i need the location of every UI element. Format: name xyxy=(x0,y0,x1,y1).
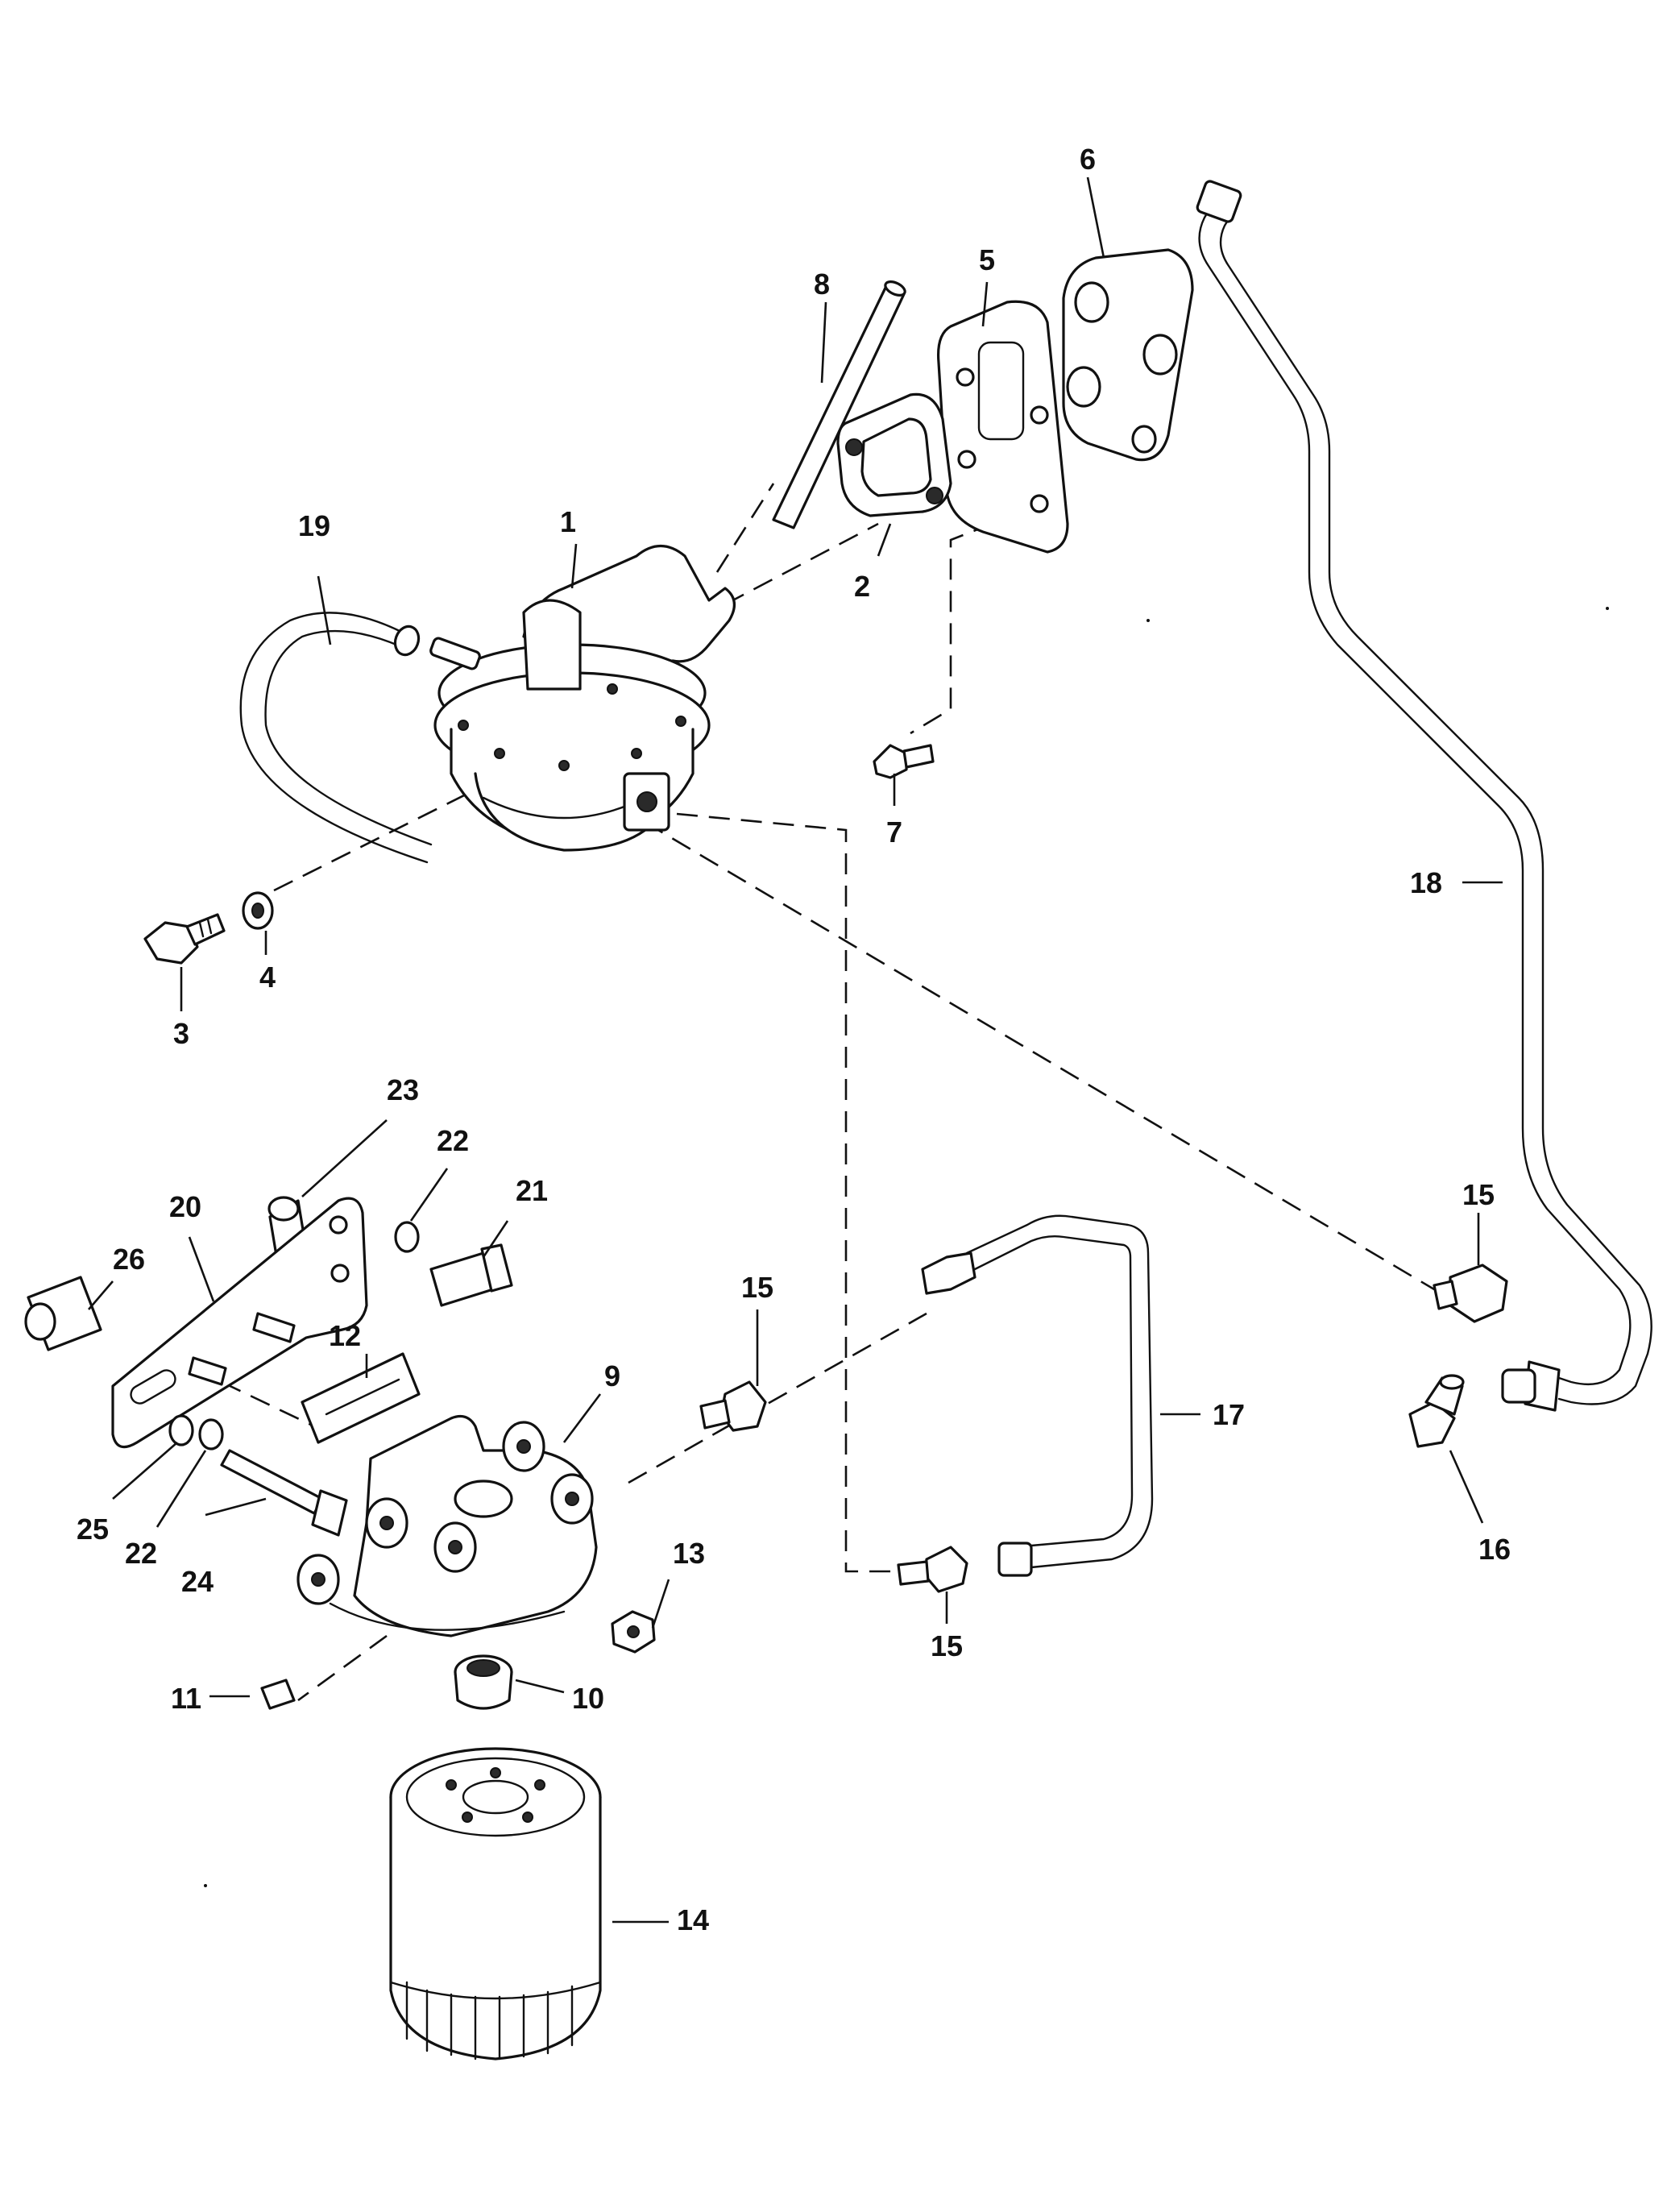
assembly-line-pump-to-hose xyxy=(715,483,775,573)
label-plate-12 xyxy=(301,1352,421,1444)
adapter-10 xyxy=(454,1654,513,1710)
stud-upper xyxy=(252,1312,296,1343)
callout-22-upper: 22 xyxy=(437,1124,469,1157)
speck xyxy=(1606,607,1609,610)
callout-24: 24 xyxy=(181,1565,214,1598)
bolt-21 xyxy=(429,1243,513,1307)
nut-13 xyxy=(611,1610,656,1654)
callout-12: 12 xyxy=(329,1319,361,1352)
callout-9: 9 xyxy=(604,1359,620,1392)
fitting-15-lower xyxy=(897,1546,968,1593)
callout-leaders xyxy=(88,176,1503,1924)
callout-labels: 1 2 3 4 5 6 7 8 9 10 11 12 13 14 15 15 1… xyxy=(77,143,1511,1936)
callout-5: 5 xyxy=(979,243,995,276)
screw-7 xyxy=(873,744,935,779)
callout-23: 23 xyxy=(387,1073,419,1106)
filter-14 xyxy=(389,1747,602,2061)
callout-22-lower: 22 xyxy=(125,1537,157,1570)
fuel-line-17 xyxy=(921,1214,1154,1577)
assembly-line-plate-to-screw xyxy=(910,510,1024,735)
fitting-15-right xyxy=(1433,1264,1508,1323)
bolt-24 xyxy=(220,1449,348,1537)
callout-1: 1 xyxy=(560,505,576,538)
callout-2: 2 xyxy=(854,570,870,603)
washer-4 xyxy=(242,891,274,930)
assembly-line-bolt-to-pump xyxy=(273,752,549,892)
hose-19 xyxy=(239,612,433,864)
assembly-line-pump-outlet-down xyxy=(676,812,894,1573)
plug-11 xyxy=(260,1679,296,1710)
speck xyxy=(204,1884,207,1887)
assembly-line-filterhead-to-plug xyxy=(297,1634,388,1702)
callout-4: 4 xyxy=(259,961,276,994)
bracket-20 xyxy=(111,1197,368,1449)
assembly-lines xyxy=(221,483,1435,1702)
gasket-2 xyxy=(836,392,952,517)
callout-17: 17 xyxy=(1213,1398,1245,1431)
spacer-26 xyxy=(24,1276,102,1351)
callout-15-middle: 15 xyxy=(741,1271,773,1304)
speck xyxy=(1146,619,1150,622)
callout-26: 26 xyxy=(113,1243,145,1276)
mounting-plate-6 xyxy=(1062,248,1194,462)
washer-22-upper xyxy=(394,1221,420,1253)
stud-lower xyxy=(188,1356,227,1386)
callout-11: 11 xyxy=(171,1682,201,1715)
fitting-15-middle xyxy=(699,1380,767,1432)
callout-3: 3 xyxy=(173,1017,189,1050)
callout-16: 16 xyxy=(1478,1533,1511,1566)
bolt-3 xyxy=(143,913,226,965)
callout-8: 8 xyxy=(814,268,830,301)
plate-5 xyxy=(936,300,1069,554)
assembly-line-bracket-stud-a xyxy=(221,1380,315,1428)
callout-13: 13 xyxy=(673,1537,705,1570)
assembly-line-filterhead-to-fitting xyxy=(628,1312,927,1484)
fuel-line-18 xyxy=(1196,180,1652,1412)
callout-18: 18 xyxy=(1410,866,1442,899)
assembly-line-pump-to-fitting-right xyxy=(644,820,1435,1291)
callout-21: 21 xyxy=(516,1174,548,1207)
filter-head-9 xyxy=(296,1415,598,1637)
elbow-fitting-16 xyxy=(1408,1374,1465,1448)
assembly-line-pump-to-gasket xyxy=(724,522,879,606)
washer-25 xyxy=(168,1414,194,1446)
callout-10: 10 xyxy=(572,1682,604,1715)
callout-19: 19 xyxy=(298,509,330,542)
callout-6: 6 xyxy=(1080,143,1096,176)
fuel-pump-1 xyxy=(429,545,736,852)
callout-15-lower: 15 xyxy=(931,1629,963,1662)
callout-15-right: 15 xyxy=(1462,1178,1495,1211)
callout-7: 7 xyxy=(886,815,902,849)
washer-22-lower xyxy=(198,1418,224,1450)
callout-14: 14 xyxy=(677,1903,709,1936)
callout-20: 20 xyxy=(169,1190,201,1223)
callout-25: 25 xyxy=(77,1513,109,1546)
push-rod-8 xyxy=(772,280,906,529)
